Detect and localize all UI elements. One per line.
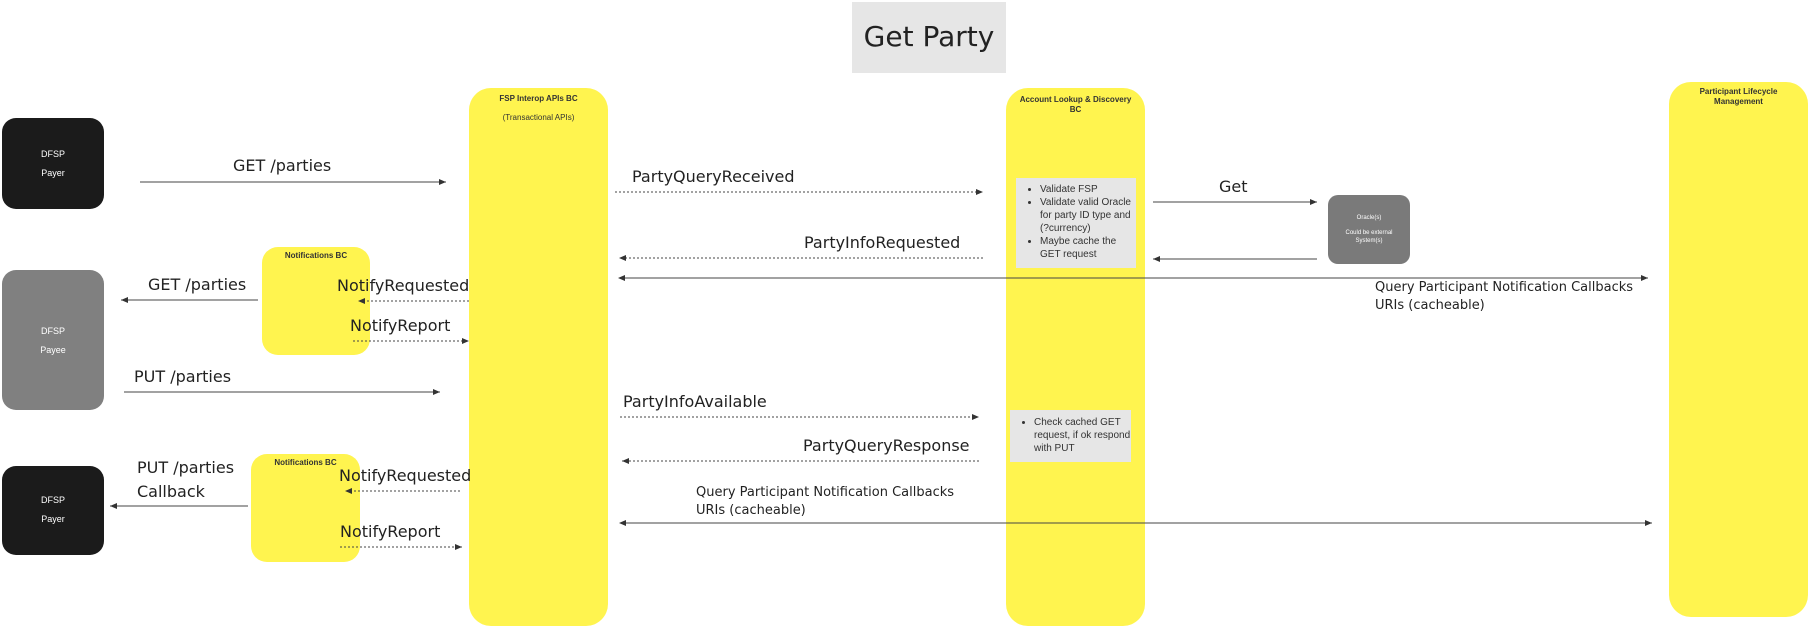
payee-label: Payee: [40, 345, 66, 355]
dfsp-label: DFSP: [40, 495, 65, 505]
label-query-participant-bottom: Query Participant Notification Callbacks…: [696, 485, 955, 518]
note-item: Validate valid Oracle for party ID type …: [1040, 196, 1136, 235]
bc-subtitle: (Transactional APIs): [502, 113, 575, 122]
label-notify-requested-bottom: NotifyRequested: [339, 466, 472, 485]
notifications-bc-top: Notifications BC: [262, 247, 370, 355]
bc-name: FSP Interop APIs BC: [499, 94, 578, 103]
oracle-label: Oracle(s): [1356, 215, 1382, 221]
title-box: Get Party: [852, 2, 1006, 73]
label-party-query-received: PartyQueryReceived: [632, 167, 795, 186]
note-check-cached: Check cached GET request, if ok respond …: [1010, 410, 1131, 462]
page-title: Get Party: [863, 20, 995, 53]
bc-name: Notifications BC: [274, 458, 337, 467]
label-get-parties-payee: GET /parties: [148, 275, 247, 294]
participant-lifecycle-management: Participant Lifecycle Management: [1669, 82, 1808, 617]
label-party-info-requested: PartyInfoRequested: [804, 233, 961, 252]
note-item: Maybe cache the GET request: [1040, 235, 1136, 261]
dfsp-label: DFSP: [40, 149, 65, 159]
dfsp-payer-top: DFSP Payer: [2, 118, 104, 209]
bc-name: Participant Lifecycle Management: [1699, 87, 1778, 106]
dfsp-payee: DFSP Payee: [2, 270, 104, 410]
bc-name: Account Lookup & Discovery BC: [1019, 95, 1132, 114]
label-put-parties-callback: PUT /parties Callback: [137, 458, 235, 501]
label-party-info-available: PartyInfoAvailable: [623, 392, 767, 411]
label-notify-report-top: NotifyReport: [350, 316, 451, 335]
oracle-sublabel: Could be external System(s): [1345, 230, 1393, 244]
notifications-bc-bottom: Notifications BC: [251, 454, 360, 562]
dfsp-label: DFSP: [40, 326, 65, 336]
label-notify-report-bottom: NotifyReport: [340, 522, 441, 541]
label-notify-requested-top: NotifyRequested: [337, 276, 470, 295]
note-item: Validate FSP: [1040, 183, 1136, 196]
label-get-oracle: Get: [1219, 177, 1248, 196]
note-item: Check cached GET request, if ok respond …: [1034, 416, 1131, 455]
label-get-parties-payer: GET /parties: [233, 156, 332, 175]
label-put-parties-payee: PUT /parties: [134, 367, 232, 386]
note-validate: Validate FSP Validate valid Oracle for p…: [1016, 178, 1136, 268]
label-party-query-response: PartyQueryResponse: [803, 436, 970, 455]
fsp-interop-apis-bc: FSP Interop APIs BC (Transactional APIs): [469, 88, 608, 626]
label-query-participant-top: Query Participant Notification Callbacks…: [1375, 280, 1634, 313]
bc-name: Notifications BC: [284, 251, 348, 260]
payer-label: Payer: [41, 168, 65, 178]
account-lookup-discovery-bc: Account Lookup & Discovery BC: [1006, 88, 1145, 626]
oracle-box: Oracle(s) Could be external System(s): [1328, 195, 1410, 264]
dfsp-payer-bottom: DFSP Payer: [2, 466, 104, 555]
payer-label: Payer: [41, 514, 65, 524]
